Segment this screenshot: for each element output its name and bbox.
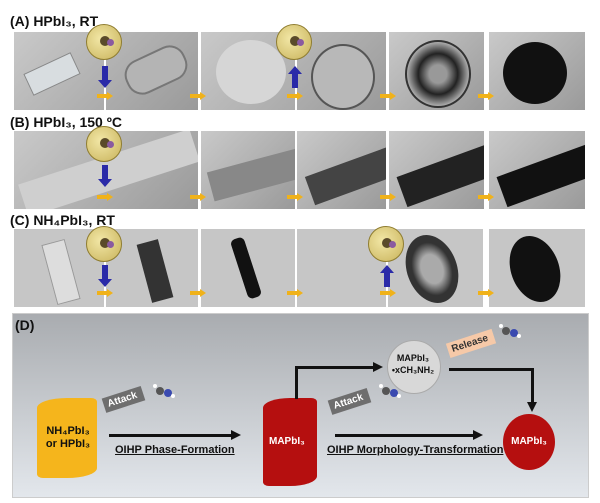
phase-formation-label: OIHP Phase-Formation	[115, 444, 235, 456]
yellow-arrow-icon	[97, 289, 113, 297]
panel-b-frame-5	[489, 131, 585, 209]
down-arrow-icon	[98, 265, 112, 287]
panel-b-frame-3	[297, 131, 386, 209]
yellow-arrow-icon	[97, 193, 113, 201]
panel-a-label: (A) HPbI₃, RT	[10, 13, 99, 29]
yellow-arrow-icon	[380, 193, 396, 201]
methylamine-molecule-icon	[86, 126, 122, 162]
attack-arrow-1: Attack	[101, 386, 145, 413]
panel-b-frame-4	[389, 131, 484, 209]
panel-a-frame-4	[489, 32, 585, 110]
methylamine-molecule-icon	[276, 24, 312, 60]
panel-a-frame-3	[389, 32, 484, 110]
attack-arrow-2: Attack	[327, 388, 371, 415]
panel-b-label: (B) HPbI₃, 150 ºC	[10, 114, 122, 130]
methylamine-molecule-icon	[153, 384, 175, 398]
perovskite-block-label: MAPbI₃	[269, 436, 305, 447]
panel-b-frame-2	[201, 131, 295, 209]
yellow-arrow-icon	[287, 193, 303, 201]
final-perovskite-label: MAPbI₃	[511, 436, 547, 447]
complex-circle	[387, 340, 441, 394]
precursor-line-2: or HPbI₃	[45, 438, 91, 450]
morphology-transformation-arrow	[335, 434, 475, 437]
yellow-arrow-icon	[287, 289, 303, 297]
panel-d-label: (D)	[15, 317, 35, 333]
panel-c-frame-4	[489, 229, 585, 307]
final-perovskite-circle	[503, 414, 555, 470]
yellow-arrow-icon	[190, 289, 206, 297]
panel-d-schematic: (D) NH₄PbI₃ or HPbI₃ OIHP Phase-Formatio…	[12, 313, 589, 498]
precursor-line-1: NH₄PbI₃	[46, 425, 90, 437]
perovskite-block	[263, 398, 317, 486]
methylamine-molecule-icon	[86, 24, 122, 60]
yellow-arrow-icon	[478, 193, 494, 201]
yellow-arrow-icon	[380, 92, 396, 100]
precursor-label: NH₄PbI₃ or HPbI₃	[43, 425, 93, 451]
up-arrow-icon	[380, 265, 394, 287]
complex-line-2: •xCH₃NH₂	[391, 365, 435, 375]
precursor-block	[37, 398, 97, 478]
phase-formation-arrow	[109, 434, 233, 437]
yellow-arrow-icon	[287, 92, 303, 100]
yellow-arrow-icon	[190, 193, 206, 201]
up-arrow-icon	[288, 66, 302, 88]
yellow-arrow-icon	[190, 92, 206, 100]
yellow-arrow-icon	[478, 92, 494, 100]
methylamine-molecule-icon	[368, 226, 404, 262]
yellow-arrow-icon	[97, 92, 113, 100]
methylamine-molecule-icon	[499, 324, 521, 338]
down-arrow-icon	[98, 165, 112, 187]
panel-c-frame-2	[201, 229, 295, 307]
down-arrow-icon	[98, 66, 112, 88]
yellow-arrow-icon	[478, 289, 494, 297]
methylamine-molecule-icon	[379, 384, 401, 398]
methylamine-molecule-icon	[86, 226, 122, 262]
morphology-transformation-label: OIHP Morphology-Transformation	[327, 444, 504, 456]
complex-line-1: MAPbI₃	[396, 353, 430, 363]
release-arrow: Release	[445, 328, 496, 359]
complex-label: MAPbI₃ •xCH₃NH₂	[385, 352, 441, 376]
yellow-arrow-icon	[380, 289, 396, 297]
panel-c-label: (C) NH₄PbI₃, RT	[10, 212, 115, 228]
